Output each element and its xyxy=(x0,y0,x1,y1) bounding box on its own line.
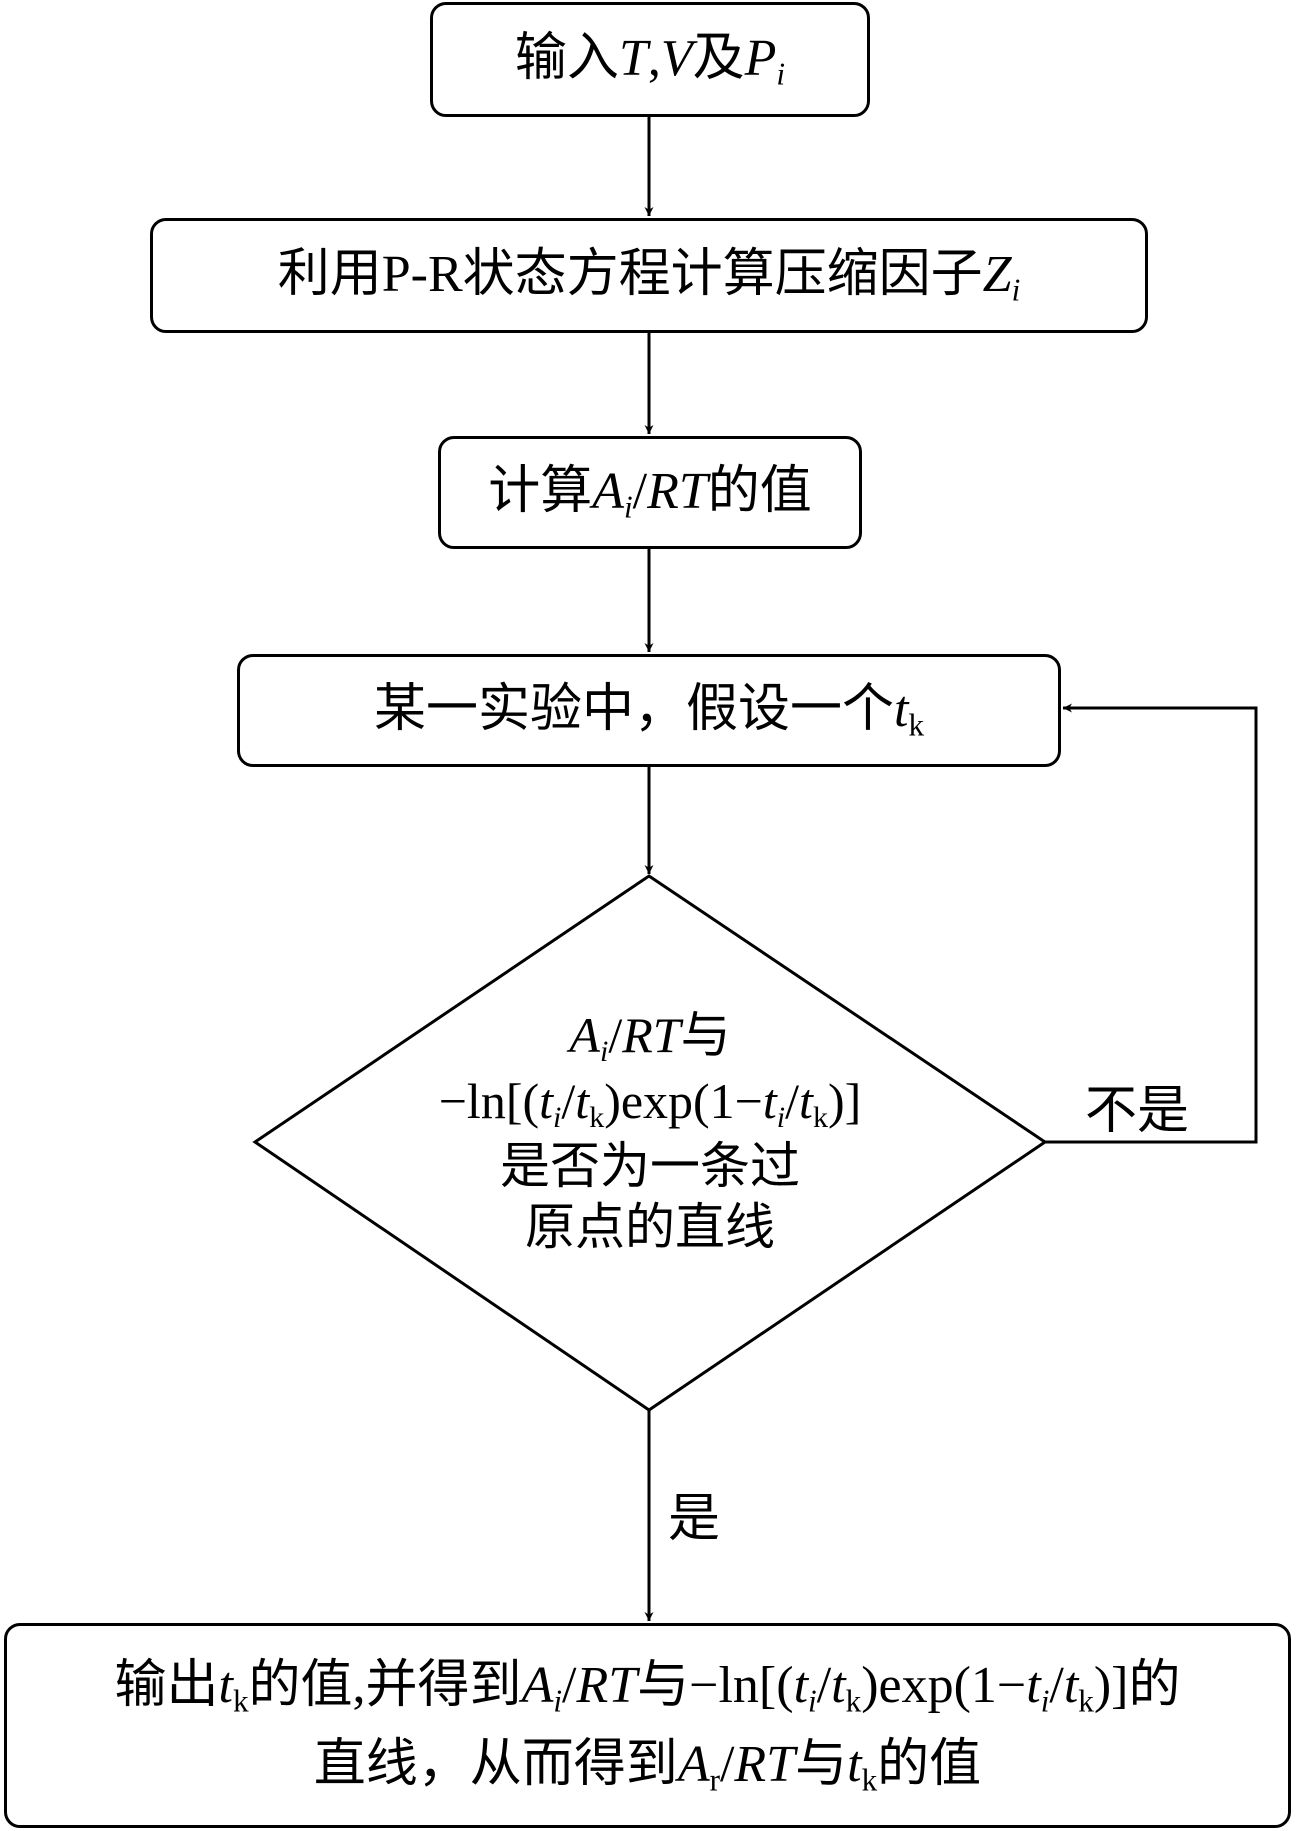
decision-line: −ln[(ti/tk)exp(1−ti/tk)] xyxy=(350,1071,950,1137)
subscript: k xyxy=(908,707,925,743)
subscript: i xyxy=(776,1100,786,1134)
arrow-loop-back xyxy=(1045,703,1258,1144)
text-segment: 某一实验中，假设一个 xyxy=(373,680,894,738)
subscript: i xyxy=(808,1683,817,1719)
math-symbol: RT xyxy=(576,1657,638,1715)
subscript: i xyxy=(623,489,633,525)
text-segment: 的值,并得到 xyxy=(248,1657,522,1715)
text-segment: / xyxy=(785,1072,800,1129)
text-segment: / xyxy=(719,1735,735,1793)
math-symbol: t xyxy=(793,1657,809,1715)
math-symbol: t xyxy=(799,1072,813,1129)
text-segment: 与 xyxy=(680,1007,731,1063)
math-symbol: P xyxy=(744,29,777,87)
text-segment: 及 xyxy=(692,29,745,87)
math-symbol: t xyxy=(762,1072,777,1129)
text-segment: , xyxy=(647,29,661,87)
subscript: i xyxy=(1040,1683,1050,1719)
subscript: k xyxy=(232,1683,249,1719)
math-symbol: RT xyxy=(734,1735,796,1793)
text-segment: 利用P-R状态方程计算压缩因子 xyxy=(277,245,983,303)
text-segment: 与 xyxy=(795,1735,848,1793)
math-symbol: t xyxy=(1026,1657,1041,1715)
math-symbol: RT xyxy=(647,462,708,520)
math-symbol: Z xyxy=(982,245,1012,303)
calc-box: 计算Ai/RT的值 xyxy=(438,436,862,549)
text-segment: 计算 xyxy=(488,462,593,520)
text-segment: 与−ln[( xyxy=(637,1657,794,1715)
text-segment: 输入 xyxy=(514,29,619,87)
text-segment: 输出 xyxy=(114,1657,219,1715)
subscript: k xyxy=(589,1100,605,1134)
math-symbol: A xyxy=(569,1007,600,1063)
decision-text: Ai/RT与 −ln[(ti/tk)exp(1−ti/tk)] 是否为一条过 原… xyxy=(350,1005,950,1258)
text-segment: / xyxy=(562,1657,577,1715)
math-symbol: t xyxy=(1063,1657,1079,1715)
text-segment: )]的 xyxy=(1093,1657,1181,1715)
subscript: i xyxy=(599,1035,609,1068)
text-segment: 的值 xyxy=(707,462,812,520)
math-symbol: A xyxy=(521,1657,554,1715)
text-segment: / xyxy=(608,1007,623,1063)
text-segment: / xyxy=(632,462,648,520)
output-box: 输出tk的值,并得到Ai/RT与−ln[(ti/tk)exp(1−ti/tk)]… xyxy=(4,1623,1291,1828)
math-symbol: t xyxy=(575,1072,590,1129)
text-segment: −ln[( xyxy=(438,1072,540,1129)
subscript: k xyxy=(861,1761,878,1797)
subscript: i xyxy=(776,56,786,92)
pr-eos-label: 利用P-R状态方程计算压缩因子Zi xyxy=(278,242,1021,309)
text-segment: )] xyxy=(827,1072,862,1129)
yes-label: 是 xyxy=(668,1491,721,1548)
decision-line: 原点的直线 xyxy=(350,1197,950,1258)
math-symbol: t xyxy=(893,680,909,738)
text-segment: 是否为一条过 xyxy=(500,1138,800,1195)
subscript: k xyxy=(845,1683,862,1719)
subscript: k xyxy=(812,1100,828,1134)
text-segment: 的值 xyxy=(877,1735,982,1793)
assume-label: 某一实验中，假设一个tk xyxy=(374,677,924,744)
math-symbol: RT xyxy=(622,1007,681,1063)
text-segment: )exp(1− xyxy=(861,1657,1027,1715)
subscript: i xyxy=(1011,272,1021,308)
text-segment: / xyxy=(561,1072,576,1129)
text-segment: / xyxy=(816,1657,832,1715)
subscript: i xyxy=(553,1100,562,1134)
subscript: i xyxy=(553,1683,562,1719)
subscript: r xyxy=(709,1761,720,1797)
subscript: k xyxy=(1078,1683,1094,1719)
math-symbol: t xyxy=(831,1657,846,1715)
output-line: 输出tk的值,并得到Ai/RT与−ln[(ti/tk)exp(1−ti/tk)]… xyxy=(114,1647,1180,1725)
input-box: 输入T,V及Pi xyxy=(430,2,870,117)
calc-label: 计算Ai/RT的值 xyxy=(488,459,812,526)
text-segment: 直线，从而得到 xyxy=(313,1735,678,1793)
decision-line: 是否为一条过 xyxy=(350,1136,950,1197)
math-symbol: T xyxy=(618,29,648,87)
pr-eos-box: 利用P-R状态方程计算压缩因子Zi xyxy=(150,218,1148,333)
text-segment: )exp(1− xyxy=(604,1072,763,1129)
decision-line: Ai/RT与 xyxy=(350,1005,950,1071)
no-label: 不是 xyxy=(1085,1083,1190,1140)
output-line: 直线，从而得到Ar/RT与tk的值 xyxy=(314,1726,981,1804)
assume-box: 某一实验中，假设一个tk xyxy=(237,654,1061,767)
text-segment: / xyxy=(1049,1657,1064,1715)
input-label: 输入T,V及Pi xyxy=(515,26,785,93)
math-symbol: t xyxy=(539,1072,554,1129)
math-symbol: A xyxy=(592,462,624,520)
math-symbol: V xyxy=(660,29,693,87)
math-symbol: A xyxy=(677,1735,710,1793)
text-segment: 原点的直线 xyxy=(525,1199,775,1256)
math-symbol: t xyxy=(847,1735,862,1793)
math-symbol: t xyxy=(218,1657,233,1715)
